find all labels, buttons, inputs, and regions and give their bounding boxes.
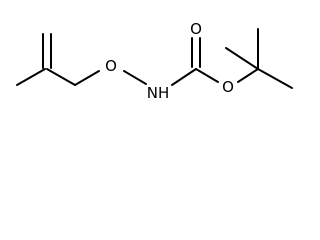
carbonyl-oxygen-label: O bbox=[190, 20, 202, 38]
amine-nitrogen-label: NH bbox=[147, 84, 170, 102]
bond-methyl-to-vinyl-carbon bbox=[16, 68, 46, 86]
ester-oxygen-label: O bbox=[222, 78, 234, 96]
bond-carbonyl-carbon-to-ester-oxygen bbox=[195, 68, 219, 83]
ether-oxygen-label: O bbox=[105, 57, 117, 75]
bonds bbox=[16, 28, 293, 89]
molecule-structure-drawing: O NH O O bbox=[16, 20, 293, 102]
bond-ester-oxygen-to-quaternary-carbon bbox=[237, 68, 259, 83]
bond-quaternary-to-methyl-left bbox=[225, 47, 259, 70]
atom-labels: O NH O O bbox=[105, 20, 234, 102]
bond-nitrogen-to-carbonyl-carbon bbox=[171, 68, 197, 86]
bond-quaternary-to-methyl-right bbox=[257, 68, 293, 89]
bond-vinyl-carbon-to-ch2 bbox=[46, 68, 76, 86]
bond-ch2-to-ether-oxygen bbox=[74, 70, 100, 86]
bond-ether-oxygen-to-nitrogen bbox=[123, 70, 147, 85]
